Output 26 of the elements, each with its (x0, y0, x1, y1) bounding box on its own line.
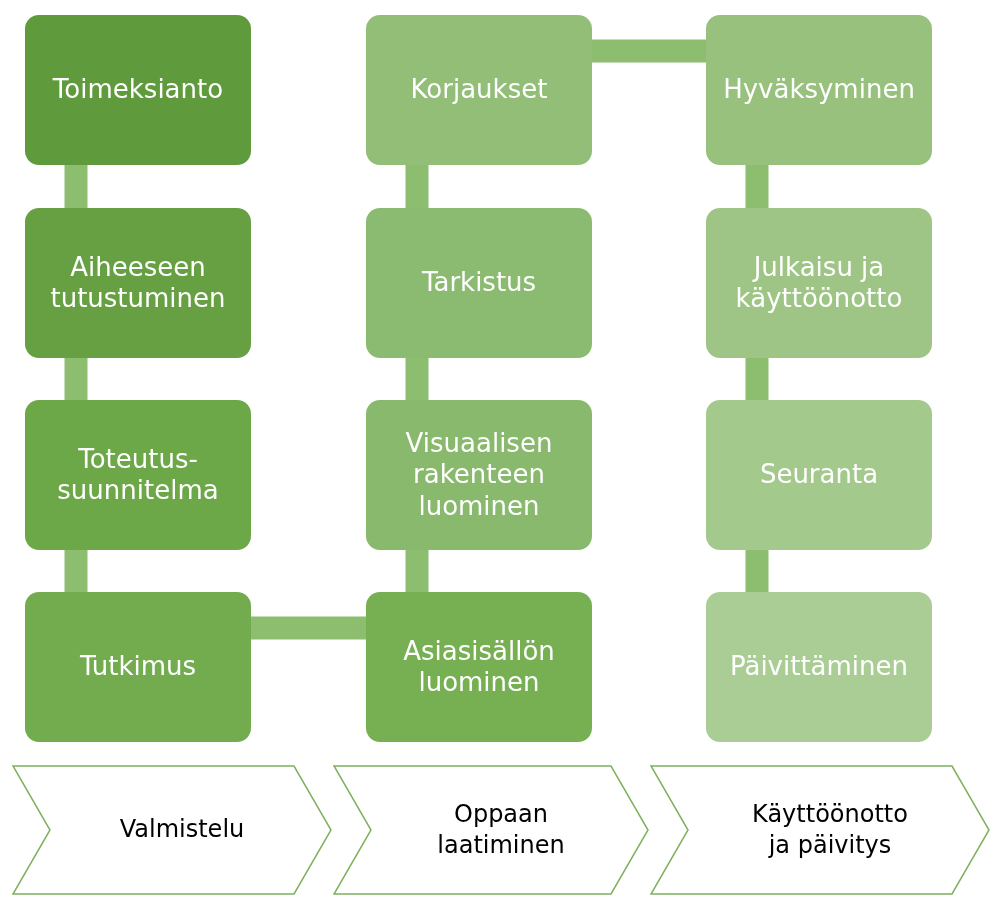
phase-banner: Valmistelu (12, 765, 332, 895)
process-box: Asiasisällön luominen (366, 592, 592, 742)
connector-bar (745, 165, 769, 208)
connector-bar (405, 550, 429, 592)
process-box: Julkaisu ja käyttöönotto (706, 208, 932, 358)
process-box: Tarkistus (366, 208, 592, 358)
process-box: Tutkimus (25, 592, 251, 742)
connector-bar (64, 165, 88, 208)
connector-bar (745, 358, 769, 400)
connector-bar (405, 358, 429, 400)
connector-bar (592, 39, 706, 63)
process-box: Toteutus- suunnitelma (25, 400, 251, 550)
process-box: Korjaukset (366, 15, 592, 165)
connector-bar (64, 550, 88, 592)
phase-banner: Oppaan laatiminen (333, 765, 649, 895)
process-box: Hyväksyminen (706, 15, 932, 165)
connector-bar (64, 358, 88, 400)
process-box: Visuaalisen rakenteen luominen (366, 400, 592, 550)
process-box: Päivittäminen (706, 592, 932, 742)
connector-bar (745, 550, 769, 592)
process-box: Seuranta (706, 400, 932, 550)
connector-bar (405, 165, 429, 208)
phase-banner: Käyttöönotto ja päivitys (650, 765, 990, 895)
process-box: Toimeksianto (25, 15, 251, 165)
process-box: Aiheeseen tutustuminen (25, 208, 251, 358)
connector-bar (251, 616, 366, 640)
